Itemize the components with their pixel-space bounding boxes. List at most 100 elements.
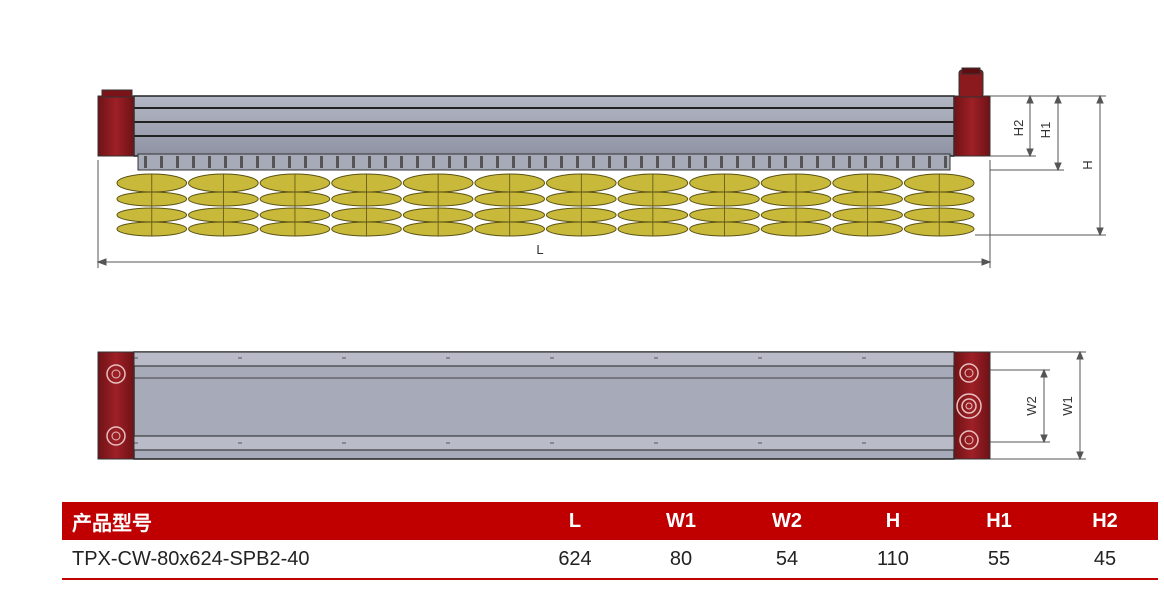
top-rail-lower <box>133 435 955 451</box>
cell-W1: 80 <box>628 540 734 580</box>
column-header-L: L <box>522 502 628 540</box>
top-left-end-cap <box>97 351 135 460</box>
nozzle-stud <box>688 156 691 168</box>
nozzle-stud <box>800 156 803 168</box>
nozzle-stud <box>736 156 739 168</box>
suction-cup <box>760 173 832 237</box>
nozzle-stud <box>192 156 195 168</box>
air-fitting-cap <box>961 67 981 75</box>
suction-cup <box>689 173 760 237</box>
dimension-W2-label: W2 <box>1024 396 1039 416</box>
nozzle-stud <box>176 156 179 168</box>
nozzle-stud <box>304 156 307 168</box>
column-header-H1: H1 <box>946 502 1052 540</box>
bolt-hole-icon <box>111 369 121 379</box>
spec-table: 产品型号 L W1 W2 H H1 H2 TPX-CW-80x624-SPB2-… <box>62 502 1158 580</box>
dimension-H2-label: H2 <box>1011 120 1026 137</box>
nozzle-stud <box>720 156 723 168</box>
suction-cup <box>188 173 259 237</box>
top-view: W2 W1 <box>97 350 1086 461</box>
nozzle-stud <box>944 156 947 168</box>
suction-cup <box>116 173 188 237</box>
nozzle-stud <box>560 156 563 168</box>
table-header-row: 产品型号 L W1 W2 H H1 H2 <box>62 502 1158 540</box>
suction-cup <box>617 173 689 237</box>
cell-H: 110 <box>840 540 946 580</box>
suction-cup <box>474 173 546 237</box>
suction-cup <box>546 173 617 237</box>
nozzle-stud <box>896 156 899 168</box>
nozzle-studs <box>144 156 947 168</box>
nozzle-stud <box>752 156 755 168</box>
technical-drawing: L H2 H1 H <box>96 67 1106 461</box>
nozzle-stud <box>432 156 435 168</box>
dimension-L <box>96 160 992 268</box>
dimension-L-label: L <box>536 242 543 257</box>
nozzle-stud <box>672 156 675 168</box>
bolt-hole-icon <box>964 435 974 445</box>
nozzle-stud <box>144 156 147 168</box>
air-port-icon <box>965 402 973 410</box>
nozzle-stud <box>656 156 659 168</box>
nozzle-stud <box>400 156 403 168</box>
nozzle-stud <box>240 156 243 168</box>
nozzle-stud <box>528 156 531 168</box>
nozzle-stud <box>512 156 515 168</box>
nozzle-stud <box>272 156 275 168</box>
suction-cup <box>402 173 474 237</box>
nozzle-stud <box>912 156 915 168</box>
nozzle-stud <box>368 156 371 168</box>
bolt-hole-icon <box>111 431 121 441</box>
column-header-H2: H2 <box>1052 502 1158 540</box>
suction-cups <box>116 173 975 237</box>
bolt-hole-icon <box>964 368 974 378</box>
nozzle-stud <box>224 156 227 168</box>
left-end-cap <box>97 95 135 157</box>
nozzle-stud <box>256 156 259 168</box>
dimension-H-label: H <box>1080 160 1095 169</box>
front-body <box>133 95 955 157</box>
dimension-W1-label: W1 <box>1060 396 1075 416</box>
nozzle-stud <box>816 156 819 168</box>
left-end-cap-knob <box>101 89 133 98</box>
nozzle-stud <box>336 156 339 168</box>
bolt-hole-icon <box>959 363 979 383</box>
cell-L: 624 <box>522 540 628 580</box>
top-rail-upper <box>133 351 955 367</box>
nozzle-stud <box>320 156 323 168</box>
nozzle-stud <box>496 156 499 168</box>
suction-cup <box>832 173 903 237</box>
nozzle-stud <box>576 156 579 168</box>
nozzle-stud <box>480 156 483 168</box>
bolt-hole-icon <box>959 430 979 450</box>
nozzle-stud <box>848 156 851 168</box>
nozzle-stud <box>160 156 163 168</box>
column-header-W2: W2 <box>734 502 840 540</box>
nozzle-stud <box>288 156 291 168</box>
suction-cup <box>903 173 975 237</box>
nozzle-stud <box>768 156 771 168</box>
air-port-icon <box>956 393 982 419</box>
nozzle-stud <box>832 156 835 168</box>
nozzle-stud <box>448 156 451 168</box>
nozzle-stud <box>464 156 467 168</box>
nozzle-stud <box>416 156 419 168</box>
nozzle-stud <box>384 156 387 168</box>
nozzle-stud <box>928 156 931 168</box>
table-row: TPX-CW-80x624-SPB2-40 624 80 54 110 55 4… <box>62 540 1158 580</box>
nozzle-stud <box>624 156 627 168</box>
cell-model: TPX-CW-80x624-SPB2-40 <box>62 540 522 580</box>
cell-H1: 55 <box>946 540 1052 580</box>
dimension-heights <box>975 94 1106 237</box>
column-header-W1: W1 <box>628 502 734 540</box>
nozzle-stud <box>544 156 547 168</box>
column-header-model: 产品型号 <box>62 502 522 540</box>
nozzle-stud <box>784 156 787 168</box>
cell-H2: 45 <box>1052 540 1158 580</box>
nozzle-stud <box>592 156 595 168</box>
nozzle-stud <box>208 156 211 168</box>
right-end-cap <box>953 95 991 157</box>
column-header-H: H <box>840 502 946 540</box>
nozzle-stud <box>608 156 611 168</box>
dimension-widths <box>990 350 1086 461</box>
